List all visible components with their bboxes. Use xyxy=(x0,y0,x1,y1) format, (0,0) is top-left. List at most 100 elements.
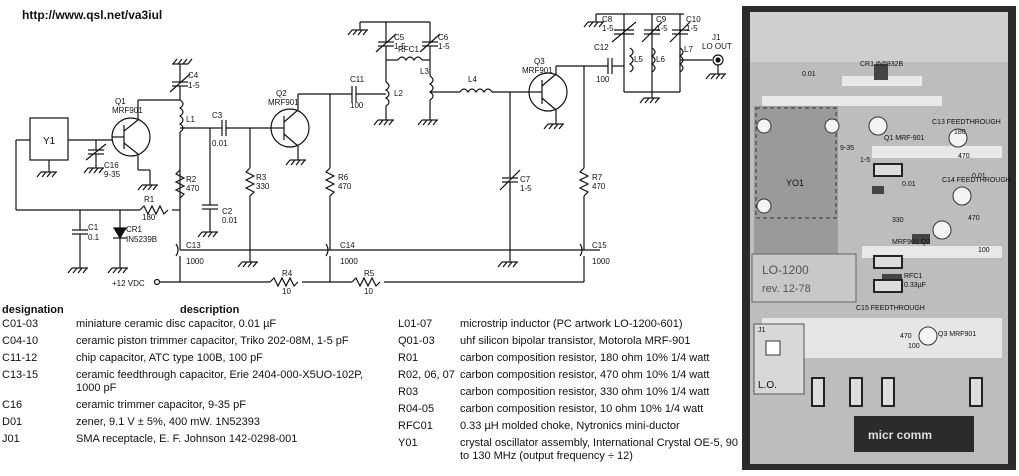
label-c8-val: 1-5 xyxy=(602,24,614,33)
label-c5-val: 1-5 xyxy=(394,42,406,51)
label-c11-val: 100 xyxy=(350,101,364,110)
label-c13: C13 xyxy=(186,241,201,250)
label-rfc1: RFC1 xyxy=(398,45,419,54)
board-label-rfc1: RFC1 xyxy=(904,273,922,280)
label-r3: R3 xyxy=(256,173,267,182)
source-url: http://www.qsl.net/va3iul xyxy=(22,8,163,22)
bom-designation: RFC01 xyxy=(398,420,433,432)
resistor-r1-symbol xyxy=(139,204,169,216)
label-r5-val: 10 xyxy=(364,287,373,296)
label-c16: C16 xyxy=(104,161,119,170)
bom-description: crystal oscillator assembly, Internation… xyxy=(460,437,738,462)
label-l5: L5 xyxy=(634,55,643,64)
label-c11: C11 xyxy=(350,75,365,84)
label-cr1-val: IN5239B xyxy=(126,235,157,244)
bom-header-designation: designation xyxy=(2,304,64,316)
label-l6: L6 xyxy=(656,55,665,64)
bom-designation: J01 xyxy=(2,433,20,445)
label-c7: C7 xyxy=(520,175,531,184)
board-label-470c: 470 xyxy=(900,333,912,340)
bom-designation: R01 xyxy=(398,352,419,364)
label-c12-val: 100 xyxy=(596,75,610,84)
bom-header-description: description xyxy=(180,304,240,316)
board-label-q1: Q1 MRF-901 xyxy=(884,135,925,142)
label-c1-val: 0.1 xyxy=(88,233,100,242)
label-c15: C15 xyxy=(592,241,607,250)
board-label-j1: J1 xyxy=(758,327,766,334)
board-logo: micr comm xyxy=(868,428,932,442)
board-label-100b: 100 xyxy=(908,343,920,350)
label-y1: Y1 xyxy=(43,136,56,147)
label-j1: J1 xyxy=(712,33,721,42)
inductor-l1-symbol xyxy=(178,99,184,133)
label-r6: R6 xyxy=(338,173,349,182)
board-label-c14: C14 FEEDTHROUGH xyxy=(942,177,1011,184)
label-c2: C2 xyxy=(222,207,233,216)
label-c6-val: 1-5 xyxy=(438,42,450,51)
board-label-470b: 470 xyxy=(968,215,980,222)
board-label-q2: MRF901 Q2 xyxy=(892,239,930,246)
pcb-board-layout: CR1 IN5932B 0.01 C13 FEEDTHROUGH C14 FEE… xyxy=(742,6,1016,470)
board-label-100a: 100 xyxy=(978,247,990,254)
label-cr1: CR1 xyxy=(126,225,143,234)
bom-row: RFC01 0.33 µH molded choke, Nytronics min… xyxy=(398,420,743,433)
label-c10: C10 xyxy=(686,15,701,24)
label-l2: L2 xyxy=(394,89,403,98)
label-l7: L7 xyxy=(684,45,693,54)
bom-designation: D01 xyxy=(2,416,23,428)
label-c1: C1 xyxy=(88,223,99,232)
bom-row: R01 carbon composition resistor, 180 ohm … xyxy=(398,352,743,365)
board-label-001c: 0.01 xyxy=(902,181,916,188)
bom-description: carbon composition resistor, 330 ohm 10%… xyxy=(460,386,710,398)
bom-description: ceramic trimmer capacitor, 9-35 pF xyxy=(76,399,246,411)
label-j1-val: LO OUT xyxy=(702,42,732,51)
bom-designation: C04-10 xyxy=(2,335,39,347)
label-c16-val: 9-35 xyxy=(104,170,121,179)
bom-description: carbon composition resistor, 470 ohm 10%… xyxy=(460,369,710,381)
label-c12: C12 xyxy=(594,43,609,52)
label-r7-val: 470 xyxy=(592,182,606,191)
board-label-c15: C15 FEEDTHROUGH xyxy=(856,305,925,312)
label-q2-type: MRF901 xyxy=(268,98,299,107)
label-r1: R1 xyxy=(144,195,155,204)
schematic-diagram: Y1 Q1 MRF901 C16 9-35 C4 1-5 L1 C3 0.01 … xyxy=(15,13,732,296)
label-c9: C9 xyxy=(656,15,667,24)
label-c3: C3 xyxy=(212,111,223,120)
bom-designation: R02, 06, 07 xyxy=(398,369,455,381)
board-label-rfc1-val: 0.33µF xyxy=(904,282,926,289)
label-c9-val: 1-5 xyxy=(656,24,668,33)
bom-row: C13-15 ceramic feedthrough capacitor, Eri… xyxy=(2,369,372,395)
bom-designation: L01-07 xyxy=(398,318,433,330)
bom-description: SMA receptacle, E. F. Johnson 142-0298-0… xyxy=(76,433,298,445)
label-c5: C5 xyxy=(394,33,405,42)
bom-designation: Y01 xyxy=(398,437,418,449)
bom-description: ceramic piston trimmer capacitor, Triko … xyxy=(76,335,349,347)
label-r2: R2 xyxy=(186,175,197,184)
board-label-470a: 470 xyxy=(958,153,970,160)
label-l1: L1 xyxy=(186,115,195,124)
label-c6: C6 xyxy=(438,33,449,42)
label-c14-val: 1000 xyxy=(340,257,358,266)
label-c4: C4 xyxy=(188,71,199,80)
label-r4: R4 xyxy=(282,269,293,278)
bom-description: carbon composition resistor, 180 ohm 10%… xyxy=(460,352,710,364)
label-l4: L4 xyxy=(468,75,477,84)
bom-designation: C11-12 xyxy=(2,352,38,364)
bom-designation: C13-15 xyxy=(2,369,39,381)
board-label-001b: 0.01 xyxy=(972,173,986,180)
label-c14: C14 xyxy=(340,241,355,250)
bom-description: 0.33 µH molded choke, Nytronics mini-duc… xyxy=(460,420,680,432)
bom-description: chip capacitor, ATC type 100B, 100 pF xyxy=(76,352,263,364)
board-rev: rev. 12-78 xyxy=(762,283,811,295)
board-label-c13: C13 FEEDTHROUGH xyxy=(932,119,1001,126)
bom-description: miniature ceramic disc capacitor, 0.01 µ… xyxy=(76,318,277,330)
label-c2-val: 0.01 xyxy=(222,216,238,225)
bom-description: ceramic feedthrough capacitor, Erie 2404… xyxy=(76,369,364,394)
